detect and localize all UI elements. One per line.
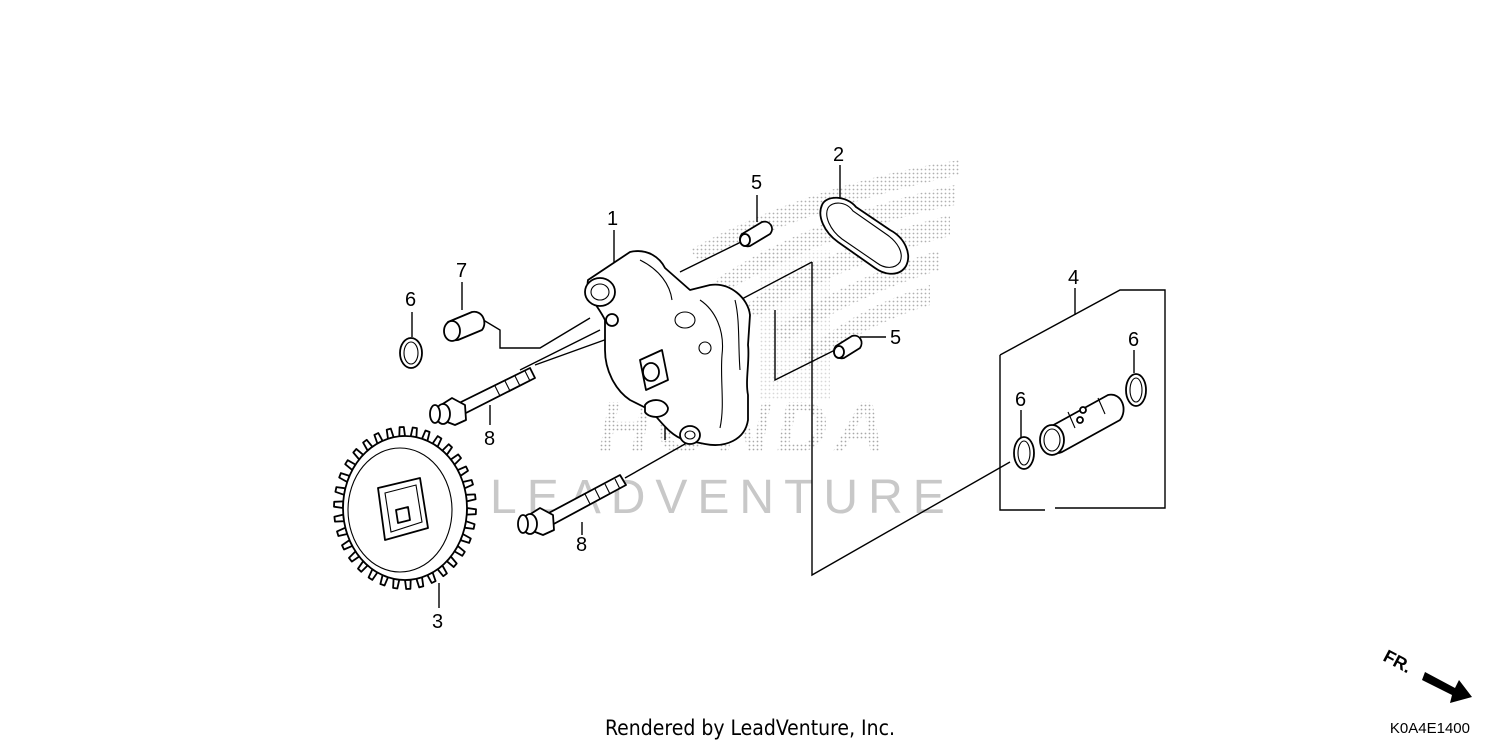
callout-5-right: 5 (890, 327, 901, 349)
callout-8-lower: 8 (576, 534, 587, 556)
flange-bolt-lower (517, 474, 627, 536)
o-ring-middle (1013, 436, 1035, 470)
collar-part (443, 310, 486, 342)
callout-2: 2 (833, 144, 844, 166)
dowel-pin-top (739, 220, 773, 248)
front-direction-arrow: FR. (1380, 646, 1472, 703)
o-ring-right (1125, 373, 1147, 407)
callout-1: 1 (607, 208, 618, 230)
gear-tooth (333, 500, 345, 509)
gear-tooth (398, 426, 406, 438)
callout-7: 7 (456, 260, 467, 282)
leader-lines (411, 165, 1166, 608)
callout-3: 3 (432, 611, 443, 633)
diagram-code: K0A4E1400 (1389, 720, 1470, 737)
o-ring-left (399, 337, 423, 369)
gasket-part (819, 196, 910, 275)
arrow-right-icon (1422, 672, 1472, 703)
pump-gear (333, 426, 477, 590)
callout-4: 4 (1068, 267, 1079, 289)
callout-8-upper: 8 (484, 428, 495, 450)
callout-labels: 1 2 3 4 5 5 6 6 6 7 8 8 (405, 144, 1139, 633)
callout-6-right: 6 (1128, 329, 1139, 351)
callout-6-left: 6 (405, 289, 416, 311)
gear-tooth (465, 507, 477, 516)
callout-6-middle: 6 (1015, 389, 1026, 411)
joint-collar (1039, 393, 1125, 456)
gear-tooth (404, 578, 412, 590)
footer-credit: Rendered by LeadVenture, Inc. (605, 716, 895, 740)
callout-5-top: 5 (751, 172, 762, 194)
front-direction-label: FR. (1380, 646, 1415, 677)
oil-pump-body (584, 250, 751, 446)
flange-bolt-upper (429, 367, 536, 426)
dowel-pin-right (833, 334, 863, 360)
